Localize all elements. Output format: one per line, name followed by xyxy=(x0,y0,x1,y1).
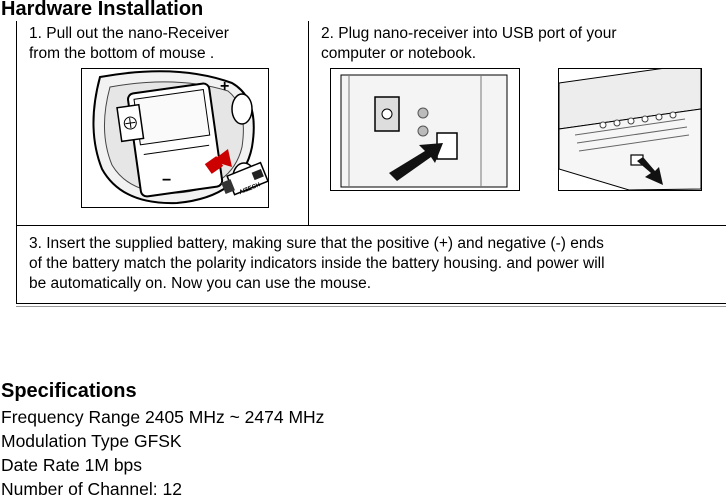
table-middle-divider xyxy=(308,21,309,225)
step2-text-line1: 2. Plug nano-receiver into USB port of y… xyxy=(321,25,617,42)
spec-frequency-range: Frequency Range 2405 MHz ~ 2474 MHz xyxy=(1,407,325,427)
table-bottom-border xyxy=(16,303,726,304)
table-bottom-shadow xyxy=(16,306,726,307)
mouse-underside-illustration: + − AITECH xyxy=(92,70,268,205)
spec-data-rate: Date Rate 1M bps xyxy=(1,455,143,475)
insert-arrow-icon xyxy=(389,143,443,181)
notebook-side-illustration xyxy=(559,69,701,190)
page-title: Hardware Installation xyxy=(1,0,204,20)
installation-table: 1. Pull out the nano-Receiver from the b… xyxy=(16,21,726,307)
table-left-border xyxy=(16,21,17,304)
step1-text-line1: 1. Pull out the nano-Receiver xyxy=(29,25,229,42)
mouse-plus-marking: + xyxy=(220,78,229,95)
notebook-usb-figure xyxy=(558,68,702,191)
desktop-tower-illustration xyxy=(331,69,519,190)
step3-text-line3: be automatically on. Now you can use the… xyxy=(29,275,372,292)
mouse-receiver-figure: + − AITECH xyxy=(81,68,269,208)
table-row-divider xyxy=(16,225,726,226)
spec-channel-count: Number of Channel: 12 xyxy=(1,479,182,499)
spec-modulation-type: Modulation Type GFSK xyxy=(1,431,182,451)
step1-text-line2: from the bottom of mouse . xyxy=(29,45,215,62)
mouse-minus-marking: − xyxy=(162,172,171,189)
step3-text-line1: 3. Insert the supplied battery, making s… xyxy=(29,235,604,252)
notebook-insert-arrow-icon xyxy=(637,157,663,185)
step2-text-line2: computer or notebook. xyxy=(321,45,477,62)
desktop-usb-figure xyxy=(330,68,520,191)
step3-text-line2: of the battery match the polarity indica… xyxy=(29,255,605,272)
specifications-heading: Specifications xyxy=(1,380,137,402)
